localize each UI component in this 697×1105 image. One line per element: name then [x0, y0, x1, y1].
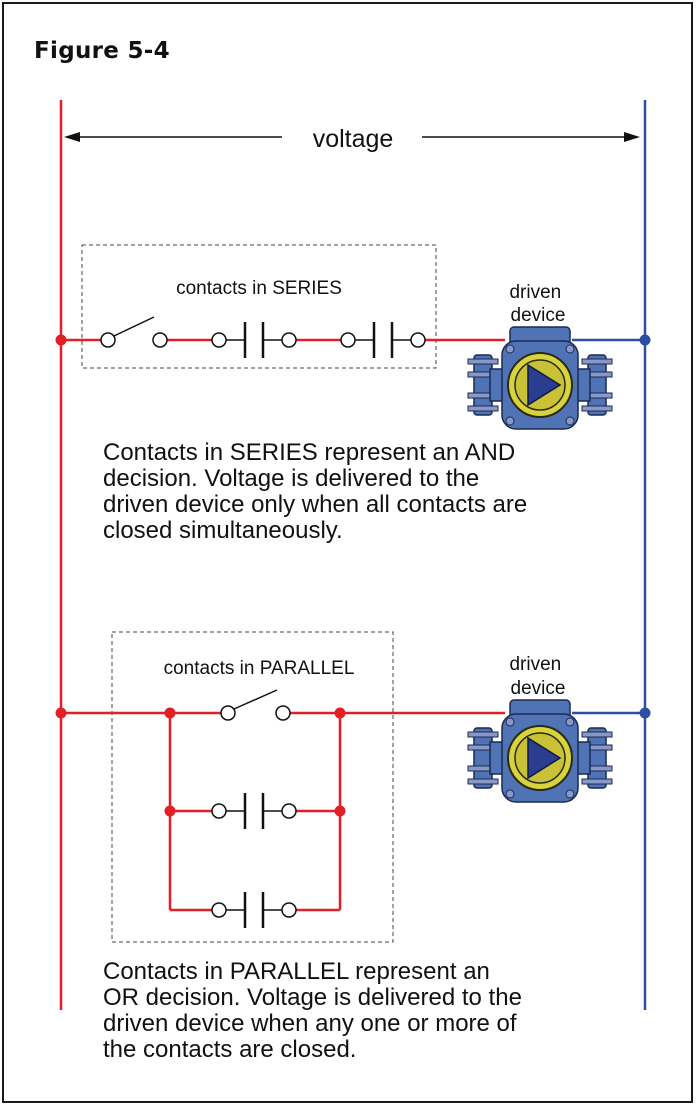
series-switch-contact: [100, 316, 168, 348]
parallel-relay-contact-1: [211, 793, 297, 829]
parallel-contacts-box: [111, 631, 394, 943]
figure-title: Figure 5-4: [34, 38, 170, 64]
series-contacts-box: [81, 244, 437, 369]
voltage-label: voltage: [313, 125, 394, 153]
series-hot-junction: [55, 334, 67, 346]
parallel-junction-dots: [55, 707, 346, 817]
series-description: Contacts in SERIES represent an AND deci…: [103, 439, 528, 544]
series-device-label: driven device: [509, 282, 566, 326]
series-relay-contact-2: [340, 322, 426, 358]
series-pump-icon: [467, 326, 613, 430]
series-group-label: contacts in SERIES: [176, 278, 342, 299]
parallel-description: Contacts in PARALLEL represent an OR dec…: [103, 958, 522, 1063]
parallel-relay-contact-2: [211, 892, 297, 928]
parallel-pump-icon: [467, 699, 613, 803]
parallel-switch-contact: [220, 689, 291, 721]
voltage-arrow: [64, 132, 640, 142]
series-neutral-junction: [639, 334, 651, 346]
parallel-group-label: contacts in PARALLEL: [164, 658, 355, 679]
series-relay-contact-1: [211, 322, 297, 358]
parallel-neutral-junction: [639, 707, 651, 719]
parallel-device-label: driven device: [509, 654, 566, 699]
